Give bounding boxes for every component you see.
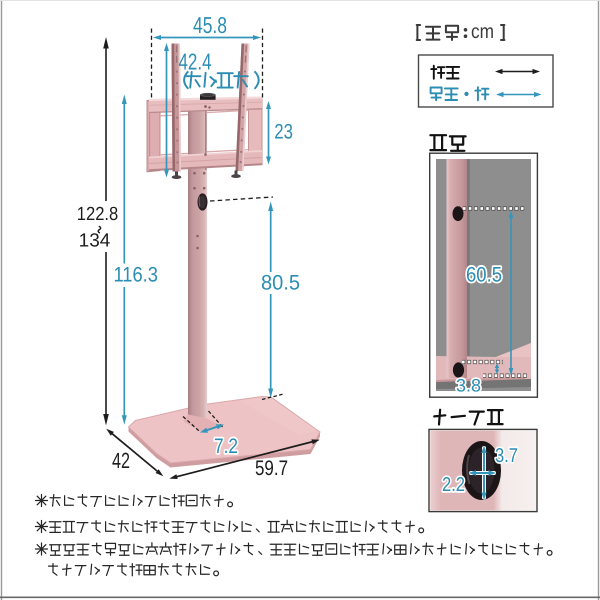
svg-text:42: 42 — [112, 448, 130, 473]
svg-text:122.8: 122.8 — [77, 204, 119, 225]
svg-text:3.8: 3.8 — [456, 376, 481, 396]
svg-text:3.7: 3.7 — [495, 445, 518, 467]
svg-text:134: 134 — [79, 231, 111, 252]
svg-text:80.5: 80.5 — [261, 272, 300, 295]
svg-text:116.3: 116.3 — [113, 264, 158, 287]
svg-text:7.2: 7.2 — [214, 435, 238, 458]
svg-text:59.7: 59.7 — [255, 457, 288, 480]
svg-text:60.5: 60.5 — [466, 264, 502, 287]
svg-text:2.2: 2.2 — [442, 474, 465, 496]
svg-text:42.4: 42.4 — [179, 49, 212, 75]
svg-text:45.8: 45.8 — [193, 12, 227, 38]
svg-text:23: 23 — [274, 121, 293, 144]
svg-text:cm: cm — [471, 21, 494, 43]
